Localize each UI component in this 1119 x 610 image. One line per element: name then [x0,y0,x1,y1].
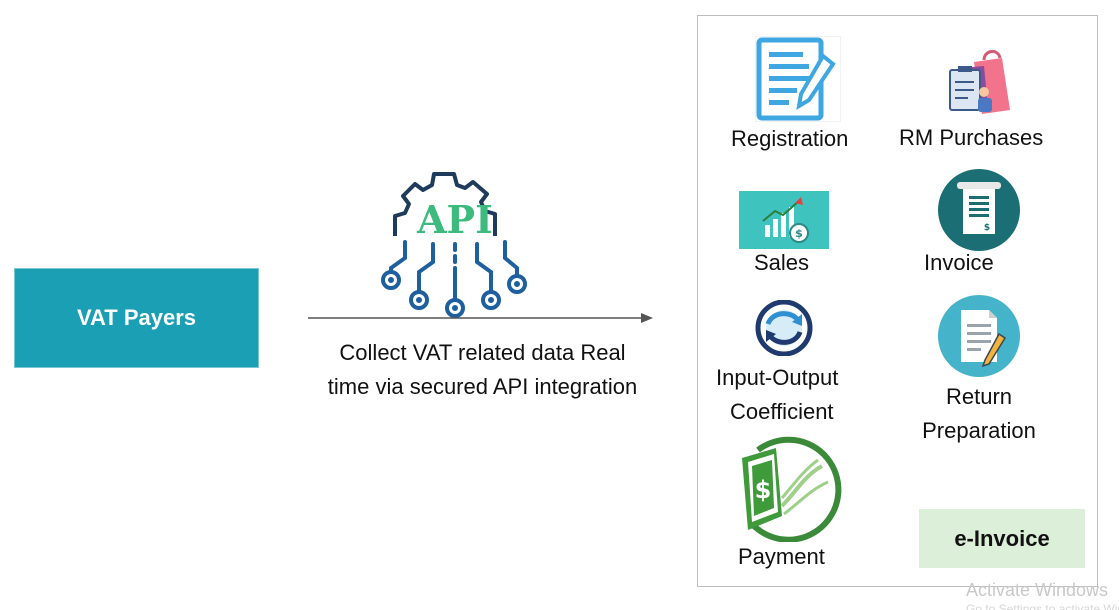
rm-purchases-label: RM Purchases [899,125,1044,150]
svg-text:$: $ [984,223,990,233]
sales-chart-icon: $ [739,191,829,249]
return-prep-label: Return Preparation [913,380,1045,448]
exchange-arrows-icon [755,300,813,356]
payment-label: Payment [738,544,825,569]
activate-windows-watermark: Activate Windows [966,580,1109,600]
sales-label: Sales [754,250,810,275]
return-prep-line1: Return [945,384,1013,409]
activate-windows-subtext: Go to Settings to activate Windows. [966,602,1119,610]
document-pen-icon [755,36,841,122]
return-prep-line2: Preparation [922,418,1036,443]
flow-caption: Collect VAT related data Real time via s… [290,336,675,404]
flow-caption-line1: Collect VAT related data Real [339,340,626,365]
shopping-bags-icon [949,50,1010,114]
api-label: API [416,197,493,242]
registration-label: Registration [731,126,849,151]
api-gear-icon: API [381,172,527,318]
flow-caption-line2: time via secured API integration [327,374,638,399]
e-invoice-label: e-Invoice [954,525,1050,551]
svg-text:$: $ [795,227,803,240]
dollar-payment-icon: $ [742,436,842,542]
io-coefficient-label: Input-Output Coefficient [716,361,838,429]
vat-payers-box: VAT Payers [14,268,259,368]
invoice-receipt-icon: $ [938,169,1020,251]
e-invoice-badge: e-Invoice [919,509,1085,568]
form-pen-icon [938,295,1020,377]
svg-text:$: $ [755,476,772,504]
io-coefficient-line1: Input-Output [716,365,839,390]
vat-payers-label: VAT Payers [76,305,197,330]
io-coefficient-line2: Coefficient [730,399,834,424]
invoice-label: Invoice [924,250,994,275]
flow-arrow [308,313,653,323]
